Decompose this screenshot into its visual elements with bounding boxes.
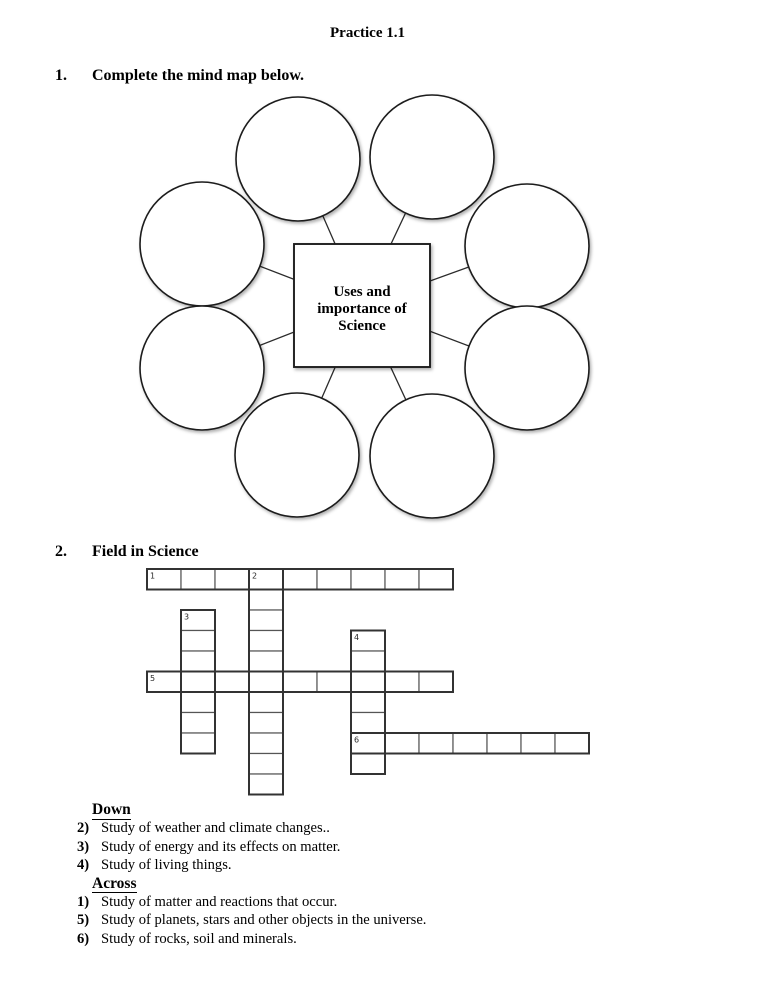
page-title: Practice 1.1 [330,25,405,41]
crossword-word-outline [146,670,454,693]
question-1-number: 1. [55,67,67,84]
crossword-cell-number: 2 [252,572,257,581]
crossword-cell[interactable] [248,773,284,796]
mindmap-center-label: Science [338,318,386,334]
clue-text: Study of matter and reactions that occur… [101,894,338,911]
clue-row: 6) Study of rocks, soil and minerals. [0,930,768,948]
crossword-cell[interactable] [316,568,352,591]
crossword-cell-number: 6 [354,736,359,745]
crossword-cell[interactable] [248,609,284,632]
mindmap-bubble[interactable] [464,305,590,431]
mindmap-bubble[interactable] [139,305,265,431]
crossword-word-outline [350,732,590,755]
crossword-cell[interactable] [486,732,522,755]
crossword-cell[interactable] [248,711,284,734]
mindmap-bubble[interactable] [369,393,495,519]
clue-header-across: Across [92,874,137,894]
clue-row: 4) Study of living things. [0,856,768,874]
crossword-numbers: 1 2 3 4 5 6 [150,572,359,745]
crossword-cell[interactable] [282,568,318,591]
crossword-cell[interactable] [180,711,216,734]
clue-number: 1) [77,894,90,911]
crossword-cell[interactable] [554,732,590,755]
clue-text: Study of energy and its effects on matte… [101,838,341,855]
question-2-heading: 2. Field in Science [55,543,199,561]
crossword-cell[interactable] [384,568,420,591]
clue-text: Study of weather and climate changes.. [101,820,330,837]
mindmap-bubble[interactable] [139,181,265,307]
crossword-cell[interactable] [214,568,250,591]
crossword-cell[interactable] [418,670,454,693]
crossword-cell[interactable] [350,650,386,673]
crossword-cell[interactable] [520,732,556,755]
crossword-word-outline [350,629,386,775]
crossword-cell[interactable] [214,670,250,693]
crossword-cell[interactable] [248,650,284,673]
question-1-prompt: Complete the mind map below. [92,67,304,84]
clue-row: 1) Study of matter and reactions that oc… [0,893,768,911]
crossword-cell[interactable] [180,732,216,755]
crossword-cell[interactable] [384,670,420,693]
crossword-cell[interactable] [418,732,454,755]
mindmap-center-label: Uses and [333,284,391,300]
crossword-cell[interactable] [350,568,386,591]
crossword-cell[interactable] [384,732,420,755]
crossword-word-outline [180,609,216,755]
crossword-outlines [146,568,590,796]
crossword-cell[interactable] [180,691,216,714]
crossword-cell[interactable] [248,670,284,693]
clue-row: 2) Study of weather and climate changes.… [0,819,768,837]
clue-row: 5) Study of planets, stars and other obj… [0,911,768,929]
clue-text: Study of planets, stars and other object… [101,912,427,929]
crossword-cell[interactable] [452,732,488,755]
crossword-cell[interactable] [282,670,318,693]
clue-number: 2) [77,820,90,837]
crossword-cell[interactable] [180,650,216,673]
clue-number: 4) [77,857,90,874]
mindmap-bubble[interactable] [235,96,361,222]
crossword-word-outline [146,568,454,591]
crossword-cell[interactable] [180,629,216,652]
mindmap-bubble[interactable] [369,94,495,220]
page-title-container: Practice 1.1 [0,24,735,42]
crossword-cell-number: 4 [354,633,359,642]
crossword-cell[interactable] [248,629,284,652]
crossword-cell[interactable] [248,588,284,611]
crossword-cell[interactable] [350,711,386,734]
crossword-grid: 1 2 3 4 5 6 [146,568,590,796]
crossword-cell[interactable] [180,568,216,591]
crossword-cell[interactable] [350,691,386,714]
crossword-cell[interactable] [350,670,386,693]
crossword-cell-number: 1 [150,572,155,581]
question-1-heading: 1. Complete the mind map below. [55,67,304,85]
mindmap-center-label: importance of [317,301,408,317]
crossword-cell-number: 3 [184,613,189,622]
crossword-cell[interactable] [350,752,386,775]
clue-header-down: Down [92,801,131,820]
crossword-word-outline [248,568,284,796]
clue-number: 5) [77,912,90,929]
crossword-cell[interactable] [248,691,284,714]
clue-number: 6) [77,930,90,947]
crossword-cell[interactable] [248,752,284,775]
crossword-cell-number: 5 [150,674,155,683]
clue-text: Study of rocks, soil and minerals. [101,930,297,947]
question-2-number: 2. [55,543,67,560]
mindmap-center-box [293,243,431,368]
crossword-cell[interactable] [316,670,352,693]
crossword-cell[interactable] [248,732,284,755]
crossword-cell[interactable] [418,568,454,591]
clue-number: 3) [77,838,90,855]
mindmap-bubble[interactable] [234,392,360,518]
crossword-cells [146,568,590,796]
question-2-prompt: Field in Science [92,543,199,560]
clue-row: 3) Study of energy and its effects on ma… [0,838,768,856]
crossword-cell[interactable] [180,670,216,693]
crossword-clues: Down 2) Study of weather and climate cha… [0,801,768,948]
mindmap-bubble[interactable] [464,183,590,309]
clue-text: Study of living things. [101,857,232,874]
